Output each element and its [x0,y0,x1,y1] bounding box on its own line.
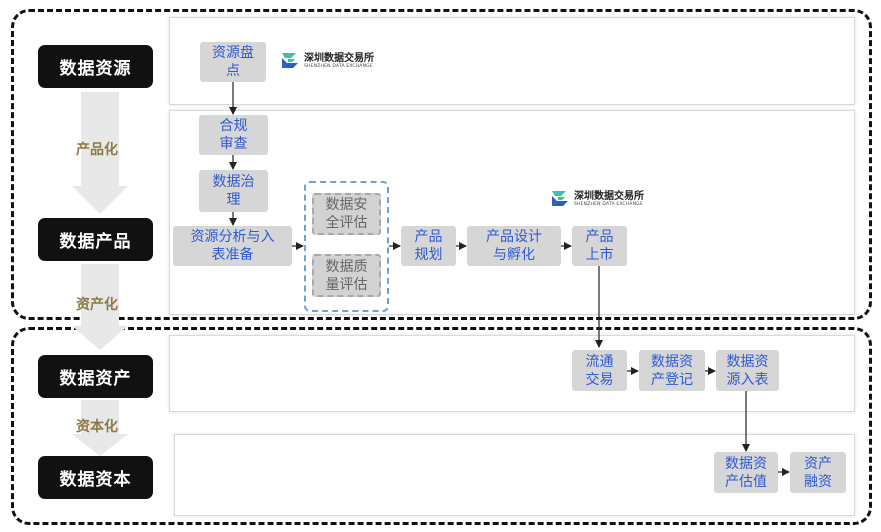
upper-dashed-region [11,9,872,320]
left-flow-arrows [72,92,128,456]
arrow-resource-to-product [72,92,128,214]
step-asset-valuation: 数据资 产估值 [714,452,778,493]
sz-exchange-emblem-icon [552,191,568,206]
step-resource-inventory: 资源盘 点 [200,42,266,82]
product-panel [169,110,855,315]
transition-productize: 产品化 [76,142,118,158]
step-resource-bookkeeping: 数据资 源入表 [716,350,779,391]
step-data-governance: 数据治 理 [199,170,268,212]
sz-data-exchange-logo: 深圳数据交易所 SHENZHEN DATA EXCHANGE [279,50,374,72]
stage-data-capital: 数据资本 [38,456,153,499]
stage-data-resource: 数据资源 [38,45,153,88]
logo-name-zh: 深圳数据交易所 [574,190,644,202]
lower-dashed-region [11,327,872,525]
logo-name-zh: 深圳数据交易所 [304,52,374,64]
step-security-evaluation: 数据安 全评估 [312,193,381,235]
logo-name-en: SHENZHEN DATA EXCHANGE [574,201,643,207]
transition-capitalize: 资本化 [76,419,118,435]
step-circulation-trading: 流通 交易 [572,350,627,391]
step-product-design: 产品设计 与孵化 [467,226,561,266]
step-asset-financing: 资产 融资 [790,452,846,493]
stage-data-asset: 数据资产 [38,355,153,398]
step-quality-evaluation: 数据质 量评估 [312,254,381,297]
sz-exchange-emblem-icon [282,53,298,68]
step-asset-registration: 数据资 产登记 [639,350,705,391]
stage-data-product: 数据产品 [38,218,153,261]
evaluation-group [304,181,389,312]
step-product-planning: 产品 规划 [401,226,456,266]
logo-name-en: SHENZHEN DATA EXCHANGE [304,63,373,69]
arrow-asset-to-capital [72,400,128,456]
arrow-product-to-asset [72,264,128,350]
step-compliance-review: 合规 审查 [199,115,268,155]
step-resource-analysis: 资源分析与入 表准备 [173,226,292,266]
sz-data-exchange-logo-2: 深圳数据交易所 SHENZHEN DATA EXCHANGE [549,188,644,210]
step-product-listing: 产品 上市 [572,226,627,266]
transition-assetize: 资产化 [76,297,118,313]
